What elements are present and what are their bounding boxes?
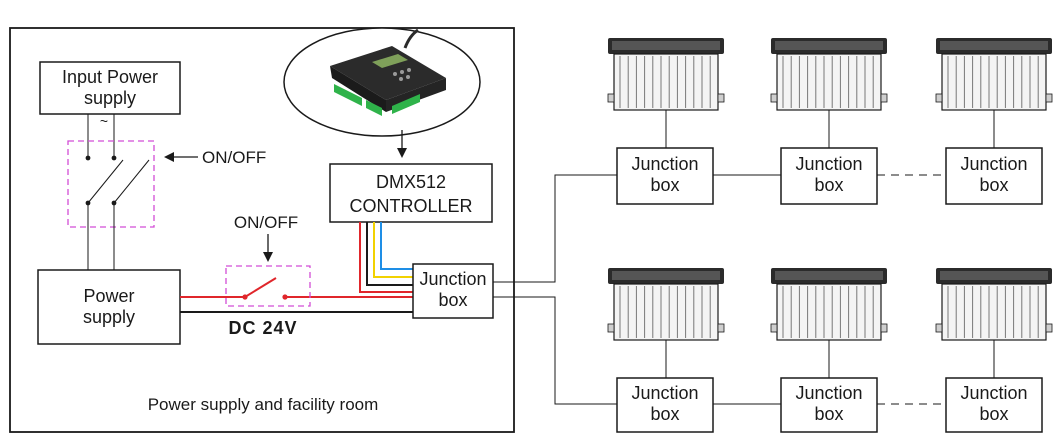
junction-box-6	[945, 377, 1043, 433]
junction-box-1-line1: Junction	[631, 154, 698, 174]
dc-voltage-label: DC 24V	[228, 318, 297, 338]
junction-box-4	[616, 377, 714, 433]
controller-line1: DMX512	[376, 172, 446, 192]
hub-junction-line2: box	[438, 290, 467, 310]
hub-junction-box	[412, 263, 494, 319]
underground-light-fixture-icon	[770, 38, 888, 148]
field-fixtures	[607, 38, 1053, 378]
input-power-line2: supply	[84, 88, 136, 108]
facility-room-caption: Power supply and facility room	[148, 395, 379, 414]
junction-box-5-line2: box	[814, 404, 843, 424]
hub-junction-line1: Junction	[419, 269, 486, 289]
main-switch[interactable]	[85, 155, 150, 206]
dmx-controller-device-image	[330, 28, 446, 116]
underground-light-fixture-icon	[935, 268, 1053, 378]
junction-box-3-line2: box	[979, 175, 1008, 195]
signal-red-wire	[359, 222, 413, 293]
trunk-line-bottom	[493, 296, 617, 405]
junction-box-4-line1: Junction	[631, 383, 698, 403]
arrow-down-icon	[397, 130, 407, 158]
arrow-down-icon	[263, 234, 273, 262]
junction-box-2	[780, 147, 878, 205]
underground-light-fixture-icon	[770, 268, 888, 378]
trunk-line-top	[493, 174, 617, 283]
signal-yellow-wire	[373, 222, 413, 278]
junction-box-5-line1: Junction	[795, 383, 862, 403]
main-switch-label: ON/OFF	[202, 148, 266, 167]
dc-switch-label: ON/OFF	[234, 213, 298, 232]
junction-box-3	[945, 147, 1043, 205]
junction-box-3-line1: Junction	[960, 154, 1027, 174]
dmx-controller-box	[329, 163, 493, 223]
controller-line2: CONTROLLER	[349, 196, 472, 216]
facility-room-frame	[9, 27, 515, 433]
input-power-line1: Input Power	[62, 67, 158, 87]
signal-black-wire	[366, 222, 413, 286]
junction-box-2-line2: box	[814, 175, 843, 195]
underground-light-fixture-icon	[607, 38, 725, 148]
dc-switch[interactable]	[242, 277, 288, 300]
arrow-left-icon	[164, 152, 198, 162]
underground-light-fixture-icon	[935, 38, 1053, 148]
input-power-box	[39, 61, 181, 115]
junction-box-1-line2: box	[650, 175, 679, 195]
junction-box-2-line1: Junction	[795, 154, 862, 174]
junction-box-1	[616, 147, 714, 205]
signal-blue-wire	[380, 222, 413, 270]
junction-box-6-line2: box	[979, 404, 1008, 424]
underground-light-fixture-icon	[607, 268, 725, 378]
power-supply-line2: supply	[83, 307, 135, 327]
dc-switch-enclosure	[225, 265, 311, 307]
ac-symbol: ~	[100, 113, 108, 129]
power-supply-box	[37, 269, 181, 345]
main-switch-enclosure	[67, 140, 155, 228]
junction-box-5	[780, 377, 878, 433]
junction-box-6-line1: Junction	[960, 383, 1027, 403]
junction-box-4-line2: box	[650, 404, 679, 424]
power-supply-line1: Power	[83, 286, 134, 306]
